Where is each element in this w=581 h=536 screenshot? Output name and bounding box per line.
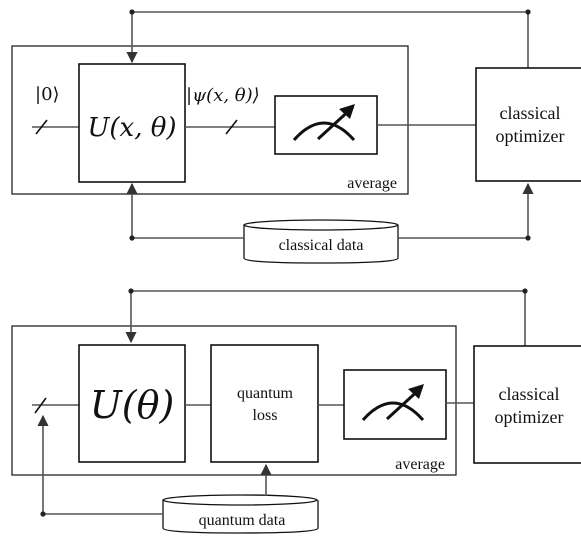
bottom-input-slash	[34, 397, 47, 414]
top-junction-dot	[525, 235, 531, 241]
bottom-diagram: average U(θ) quantum loss classica	[11, 288, 581, 534]
bottom-junction-dot	[40, 511, 46, 517]
bottom-average-label: average	[395, 456, 445, 473]
top-state-label: |ψ(x, θ)⟩	[186, 85, 260, 106]
top-unitary-label: U(x, θ)	[87, 113, 176, 143]
bottom-data-store	[162, 494, 319, 534]
top-optimizer-label-2: optimizer	[496, 126, 565, 146]
top-junction-dot	[129, 235, 135, 241]
top-optimizer-box	[475, 67, 581, 182]
top-feedback-line	[126, 11, 528, 64]
measurement-meter-icon	[292, 104, 356, 141]
bottom-loss-label-2: loss	[253, 407, 278, 424]
top-data-store	[243, 219, 399, 264]
bottom-optimizer-label-2: optimizer	[495, 407, 564, 427]
top-state-slash	[225, 119, 238, 135]
bottom-optimizer-box	[473, 345, 581, 464]
bottom-optimizer-label-1: classical	[499, 384, 560, 404]
bottom-loss-label-1: quantum	[237, 385, 294, 402]
bottom-loss-box	[210, 344, 319, 463]
bottom-junction-dot	[128, 288, 134, 294]
top-optimizer-label-1: classical	[500, 103, 561, 123]
bottom-junction-dot	[522, 288, 528, 294]
top-average-label: average	[347, 175, 397, 192]
top-input-state: |0⟩	[35, 84, 60, 105]
bottom-unitary-label: U(θ)	[90, 383, 175, 427]
top-unitary-box	[78, 63, 186, 183]
top-data-to-unitary	[126, 182, 244, 239]
bottom-unitary-box	[78, 344, 186, 463]
top-junction-dot	[129, 9, 135, 15]
measurement-meter-icon	[361, 384, 425, 421]
top-data-label: classical data	[279, 237, 364, 254]
bottom-data-label: quantum data	[199, 512, 286, 529]
bottom-feedback-line	[125, 290, 525, 344]
top-data-to-optimizer	[398, 182, 534, 239]
bottom-average-frame	[11, 325, 457, 476]
top-average-frame	[11, 45, 409, 195]
top-junction-dot	[525, 9, 531, 15]
top-diagram: average |0⟩ U(x, θ) |ψ(x, θ)⟩ classical …	[11, 9, 581, 264]
top-input-slash	[35, 119, 48, 135]
top-meter-box	[274, 95, 378, 155]
